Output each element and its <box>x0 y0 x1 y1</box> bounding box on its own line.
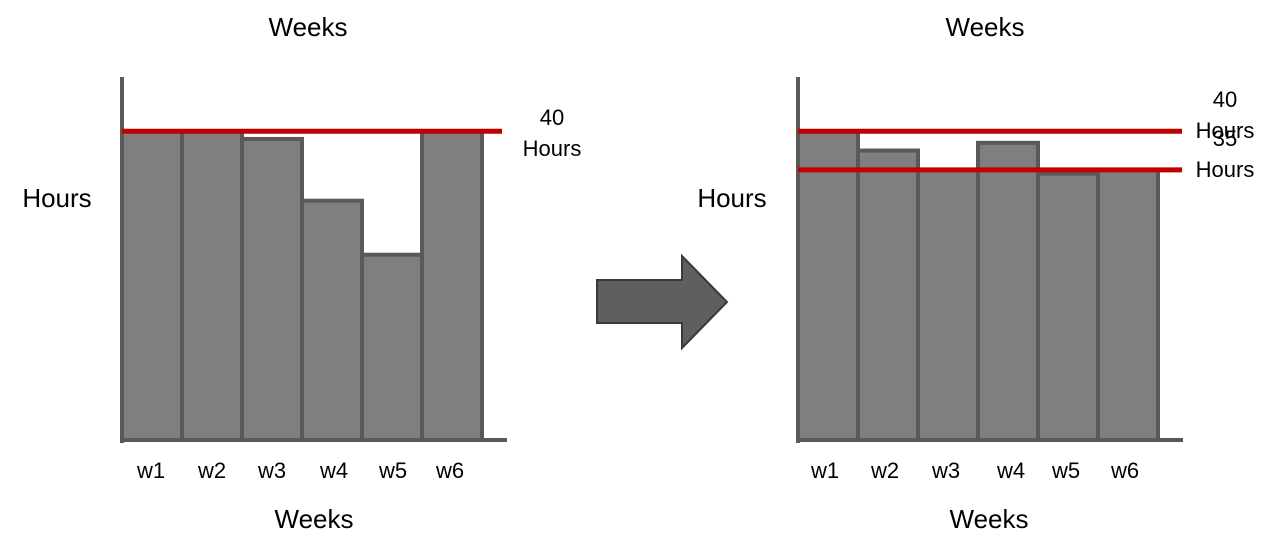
x-tick-label: w1 <box>136 458 165 483</box>
bar-w6 <box>420 129 484 443</box>
x-tick-label: w6 <box>1110 458 1139 483</box>
x-tick-label: w4 <box>319 458 348 483</box>
y-axis-label: Hours <box>697 183 766 213</box>
x-tick-label: w5 <box>378 458 407 483</box>
x-tick-label: w1 <box>810 458 839 483</box>
bar-group <box>120 129 484 443</box>
tick-label-group: w1 w2 w3 w4 w5 w6 <box>136 458 464 483</box>
x-axis-label: Weeks <box>950 504 1029 534</box>
tick-label-group: w1 w2 w3 w4 w5 w6 <box>810 458 1139 483</box>
bar-w6 <box>1096 167 1160 442</box>
bar-w1 <box>796 129 860 443</box>
bar-w4 <box>300 198 364 442</box>
x-tick-label: w5 <box>1051 458 1080 483</box>
chart-title: Weeks <box>269 12 348 42</box>
x-axis-label: Weeks <box>275 504 354 534</box>
bar-w3 <box>240 136 304 443</box>
y-axis-label: Hours <box>22 183 91 213</box>
right-arrow-icon <box>596 253 729 351</box>
bar-w3 <box>916 167 980 442</box>
bar-w2 <box>180 129 244 443</box>
x-tick-label: w4 <box>996 458 1025 483</box>
bar-w1 <box>120 129 184 443</box>
x-tick-label: w2 <box>870 458 899 483</box>
chart-title: Weeks <box>946 12 1025 42</box>
bar-w4 <box>976 140 1040 443</box>
bar-group <box>796 129 1160 443</box>
x-tick-label: w3 <box>931 458 960 483</box>
bar-w5 <box>1036 171 1100 442</box>
x-tick-label: w6 <box>435 458 464 483</box>
x-tick-label: w3 <box>257 458 286 483</box>
x-tick-label: w2 <box>197 458 226 483</box>
bar-w5 <box>360 252 424 442</box>
bar-w2 <box>856 148 920 443</box>
